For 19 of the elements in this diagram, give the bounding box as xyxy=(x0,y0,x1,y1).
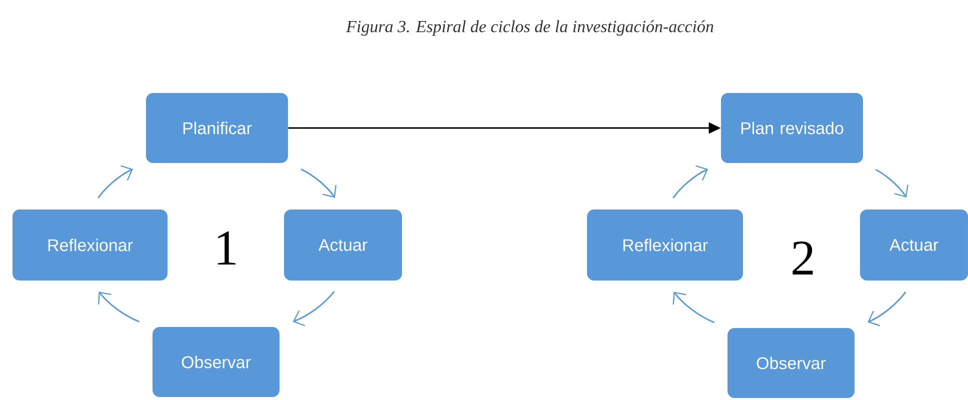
cycle-arrow xyxy=(672,165,708,198)
cycle-arrow xyxy=(292,291,335,326)
cycle-arrow xyxy=(875,168,908,198)
cycle-arrow xyxy=(672,292,715,324)
cycle-number: 1 xyxy=(218,232,236,264)
process-box: Observar xyxy=(152,327,280,397)
cycle-number: 2 xyxy=(792,241,813,275)
process-box: Reflexionar xyxy=(12,210,168,280)
process-box: Observar xyxy=(728,328,854,398)
cycle-arrow xyxy=(300,168,336,198)
cycle-arrow xyxy=(868,291,906,326)
figure-title: Figura 3. Espiral de ciclos de la investigación-acción xyxy=(346,20,714,36)
process-box: Planificar xyxy=(146,93,288,163)
process-box: Plan revisado xyxy=(721,93,863,163)
cycle-arrow xyxy=(98,292,140,322)
process-box: Reflexionar xyxy=(587,210,743,280)
process-box: Actuar xyxy=(860,210,968,280)
process-box: Actuar xyxy=(284,210,402,280)
cycle-arrow xyxy=(98,165,134,198)
